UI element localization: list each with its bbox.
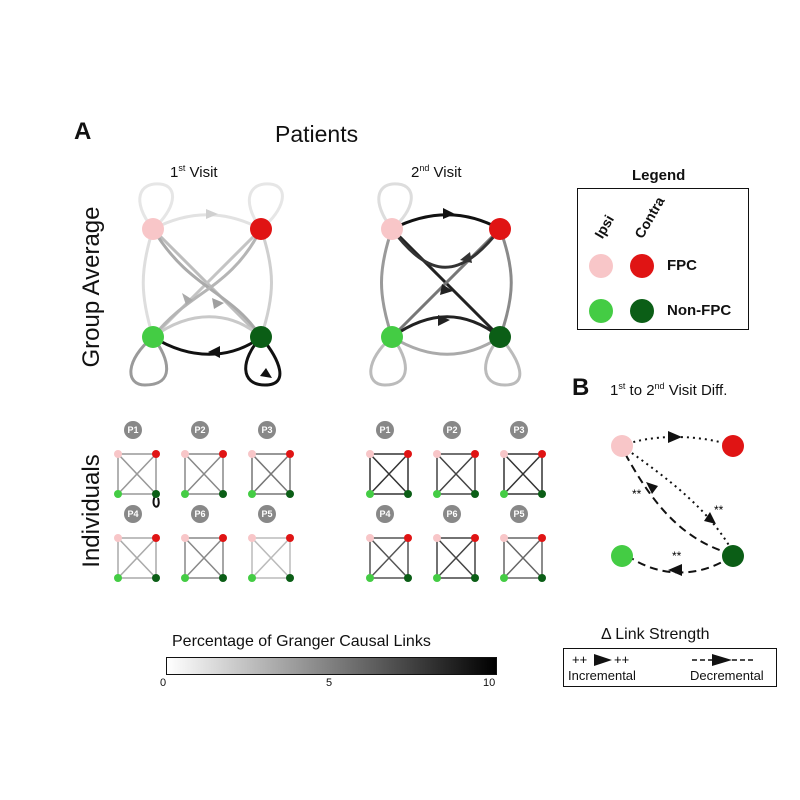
scale-tick-10: 10 xyxy=(483,677,496,689)
b-contra-fpc-node xyxy=(722,435,744,457)
mini-network-v1-p4 xyxy=(114,534,160,582)
badge-v1-p4: P4 xyxy=(124,505,142,523)
legend-contra-fpc-swatch xyxy=(630,254,654,278)
mini-network-v2-p6 xyxy=(433,534,479,582)
b-ipsi-nonfpc-node xyxy=(611,545,633,567)
badge-v2-p6: P6 xyxy=(443,505,461,523)
legend-contra-nonfpc-swatch xyxy=(630,299,654,323)
b-contra-nonfpc-node xyxy=(722,545,744,567)
visit1-group-network xyxy=(129,182,284,387)
colorbar xyxy=(166,657,497,675)
badge-v1-p5: P5 xyxy=(258,505,276,523)
v2-ipsi-fpc-node xyxy=(381,218,403,240)
visit1-label: 1st Visit xyxy=(170,163,218,181)
mini-network-v1-p2 xyxy=(181,450,227,498)
panel-b-letter: B xyxy=(572,374,590,401)
v2-contra-fpc-node xyxy=(489,218,511,240)
panel-a-title: Patients xyxy=(275,121,359,147)
badge-v2-p1: P1 xyxy=(376,421,394,439)
decremental-icon xyxy=(692,654,756,666)
mini-network-v2-p3 xyxy=(500,450,546,498)
badge-v1-p1: P1 xyxy=(124,421,142,439)
mini-network-v1-p1 xyxy=(114,450,160,508)
panel-b-title: 1st to 2nd Visit Diff. xyxy=(610,381,728,399)
mini-networks-visit2 xyxy=(366,450,546,582)
badge-v1-p6: P6 xyxy=(191,505,209,523)
sig-stars-2: ** xyxy=(632,487,642,501)
link-strength-icons: ++ ++ xyxy=(572,652,756,667)
individual-networks xyxy=(114,450,546,582)
v2-contra-nonfpc-node xyxy=(489,326,511,348)
badge-v1-p3: P3 xyxy=(258,421,276,439)
badge-v1-p2: P2 xyxy=(191,421,209,439)
mini-network-v2-p5 xyxy=(500,534,546,582)
mini-network-v2-p2 xyxy=(433,450,479,498)
sig-stars-3: ** xyxy=(714,503,724,517)
v1-contra-fpc-node xyxy=(250,218,272,240)
svg-text:++: ++ xyxy=(614,652,629,667)
legend-nonfpc-label: Non-FPC xyxy=(667,302,732,319)
v2-ipsi-nonfpc-node xyxy=(381,326,403,348)
v1-contra-nonfpc-node xyxy=(250,326,272,348)
incremental-label: Incremental xyxy=(568,668,636,683)
scale-tick-0: 0 xyxy=(160,677,167,689)
badge-v2-p4: P4 xyxy=(376,505,394,523)
mini-network-v1-p3 xyxy=(248,450,294,498)
link-strength-title: Δ Link Strength xyxy=(601,626,710,643)
mini-networks-visit1 xyxy=(114,450,294,582)
v1-ipsi-fpc-node xyxy=(142,218,164,240)
decremental-label: Decremental xyxy=(690,668,764,683)
incremental-icon: ++ ++ xyxy=(572,652,629,667)
visit2-group-network xyxy=(369,182,522,387)
legend-fpc-label: FPC xyxy=(667,257,697,274)
badge-v2-p5: P5 xyxy=(510,505,528,523)
b-ipsi-fpc-node xyxy=(611,435,633,457)
svg-text:++: ++ xyxy=(572,652,587,667)
sig-stars-1: ** xyxy=(676,420,686,427)
panel-a-letter: A xyxy=(74,118,92,145)
v1-ipsi-nonfpc-node xyxy=(142,326,164,348)
legend-ipsi-nonfpc-swatch xyxy=(589,299,613,323)
sig-stars-4: ** xyxy=(672,549,682,563)
legend-ipsi-fpc-swatch xyxy=(589,254,613,278)
panel-b-diff-network: ** ** ** ** xyxy=(611,420,744,576)
badge-v2-p3: P3 xyxy=(510,421,528,439)
mini-network-v1-p6 xyxy=(181,534,227,582)
group-average-networks xyxy=(129,182,522,387)
badge-v2-p2: P2 xyxy=(443,421,461,439)
scale-title: Percentage of Granger Causal Links xyxy=(172,633,431,650)
mini-network-v2-p1 xyxy=(366,450,412,498)
legend-title: Legend xyxy=(632,167,686,184)
scale-tick-5: 5 xyxy=(326,677,333,689)
link-strength-box xyxy=(563,648,777,687)
visit2-label: 2nd Visit xyxy=(411,163,462,181)
mini-network-v1-p5 xyxy=(248,534,294,582)
legend-box xyxy=(577,188,749,330)
row-label-group-average: Group Average xyxy=(78,206,105,368)
mini-network-v2-p4 xyxy=(366,534,412,582)
